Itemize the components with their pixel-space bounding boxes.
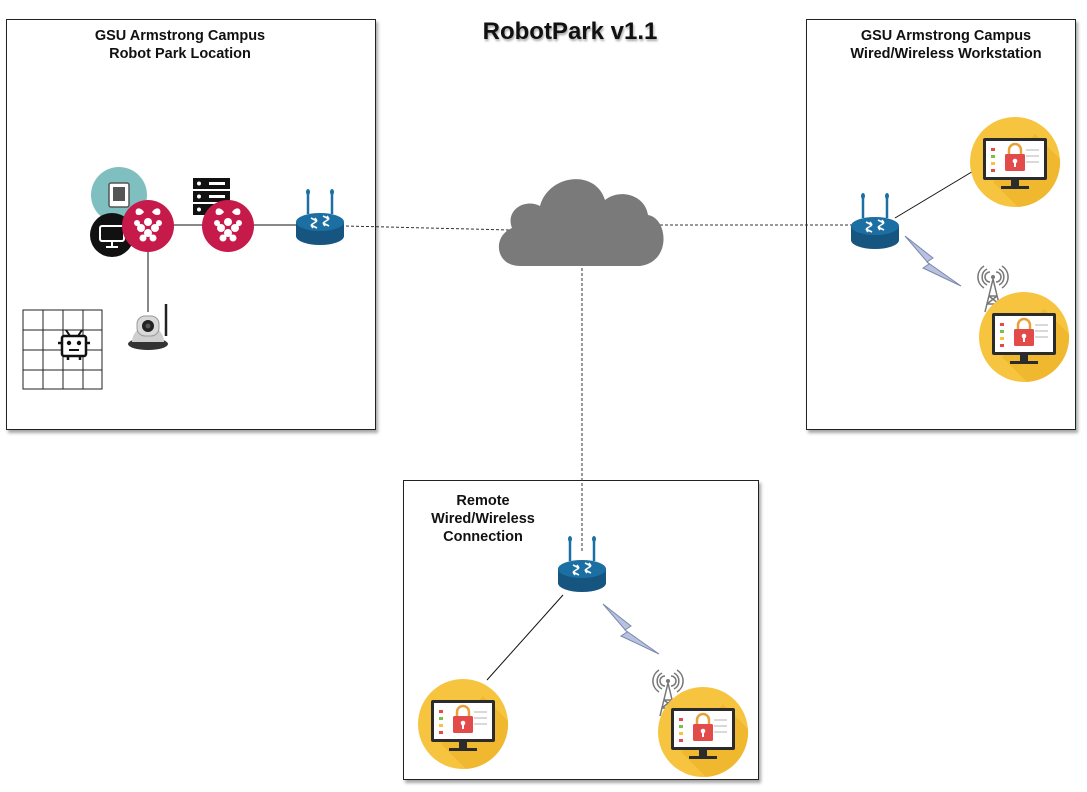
locked-workstation-icon	[656, 685, 750, 779]
locked-workstation-icon	[977, 290, 1071, 384]
lightning-icon	[602, 603, 660, 655]
robot-park-zone-title: GSU Armstrong Campus Robot Park Location	[94, 28, 266, 62]
ip-camera-icon	[128, 304, 168, 350]
workstation-zone-title: GSU Armstrong Campus Wired/Wireless Work…	[850, 28, 1042, 62]
lightning-icon	[904, 235, 962, 287]
robot-icon	[58, 329, 90, 360]
cloud-icon	[498, 179, 664, 266]
wireless-router-icon	[849, 191, 901, 251]
diagram-title: RobotPark v1.1	[482, 18, 658, 45]
link-robotpark-cloud	[345, 225, 511, 231]
locked-workstation-icon	[968, 115, 1062, 209]
remote-zone-title: Remote Wired/Wireless Connection	[431, 493, 535, 545]
wireless-router-icon	[294, 187, 346, 247]
raspberry-pi-icon	[122, 200, 174, 252]
locked-workstation-icon	[416, 677, 510, 771]
raspberry-pi-icon	[202, 200, 254, 252]
